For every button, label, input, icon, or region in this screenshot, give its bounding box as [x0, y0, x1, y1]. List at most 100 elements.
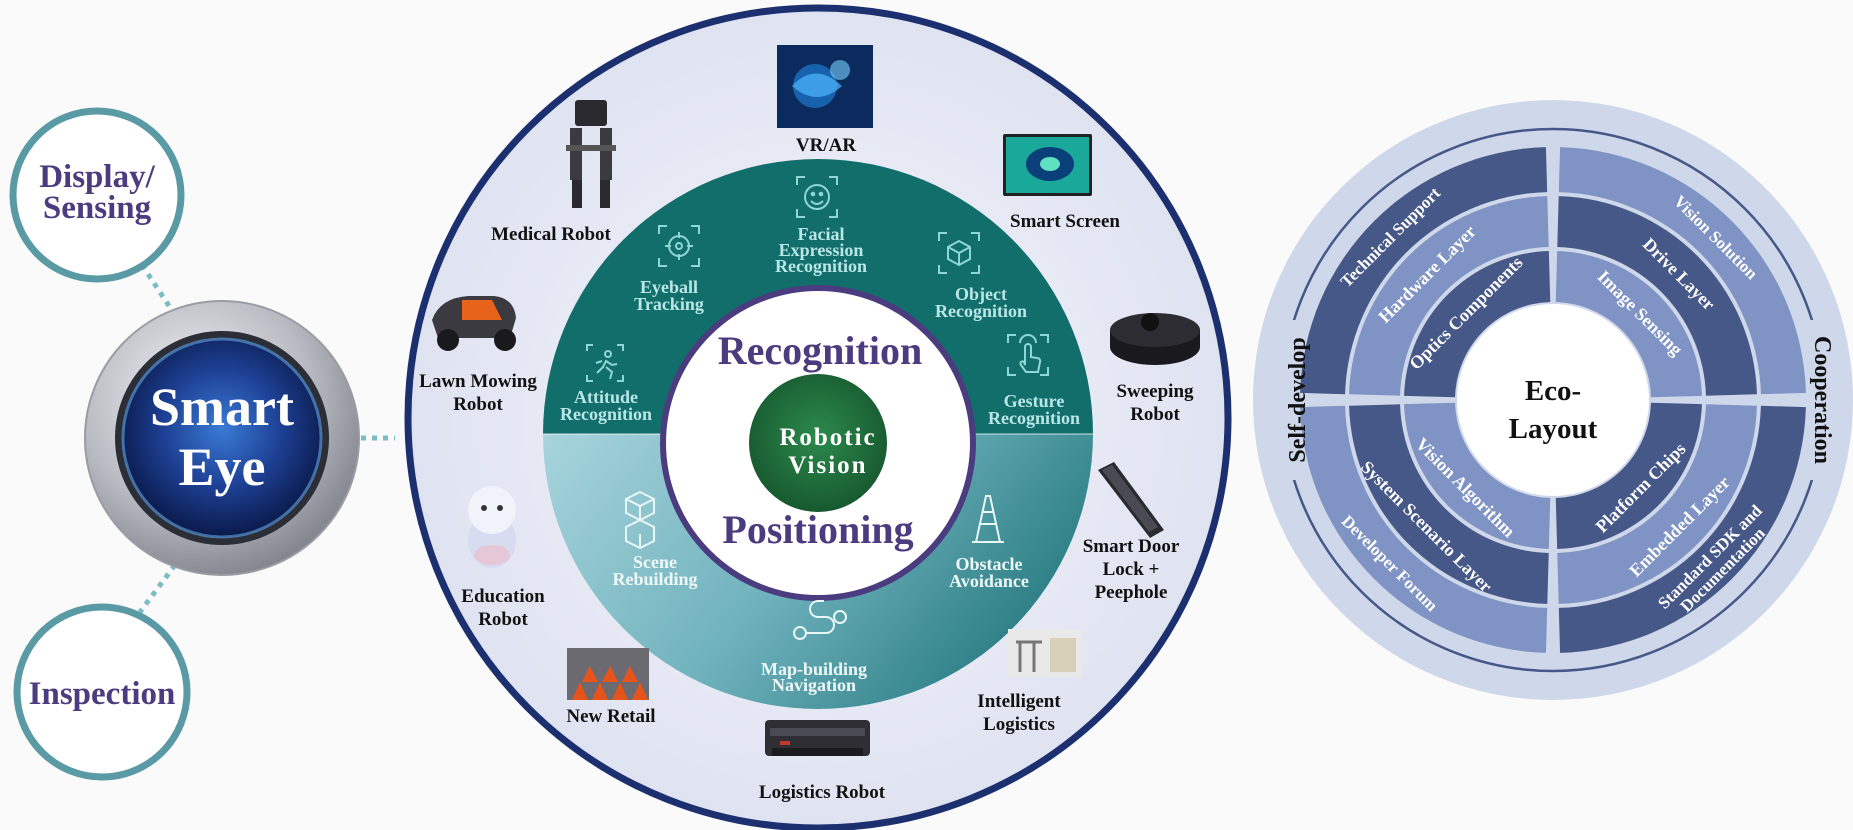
obstacle-label-line1: Obstacle: [956, 554, 1023, 574]
lawn-mower-label-line2: Robot: [453, 394, 503, 415]
smart-screen-label: Smart Screen: [1010, 211, 1120, 232]
new-retail-label: New Retail: [566, 706, 655, 727]
smart-eye-lens: Smart Eye: [84, 300, 360, 576]
robotic-vision-line1: Robotic: [779, 424, 876, 451]
eye-target-icon: [658, 225, 700, 267]
eco-title-line2: Layout: [1509, 413, 1598, 445]
scene-label-line1: Scene: [633, 552, 677, 572]
attitude-label-line2: Recognition: [560, 404, 652, 424]
robotic-vision-core: [749, 374, 887, 512]
scene-label-line2: Rebuilding: [612, 569, 697, 589]
recognition-title: Recognition: [718, 328, 922, 373]
tower-icon: [972, 495, 1004, 543]
robotic-vision-wheel: Robotic Vision Recognition Positioning A…: [404, 4, 1232, 830]
obstacle-label-line2: Avoidance: [949, 571, 1029, 591]
eco-outer-segment: [1300, 405, 1548, 653]
application-new-retail: New Retail: [566, 648, 656, 727]
education-robot-image: [468, 486, 516, 568]
smart-screen-image: [1003, 134, 1092, 196]
recognition-item-eyeball: Eyeball Tracking: [634, 225, 704, 314]
application-lawn-mower: Lawn Mowing Robot: [419, 296, 537, 415]
logistics-image: [1008, 629, 1081, 677]
eco-middle-segment: [1557, 196, 1757, 396]
inspection-bubble: Inspection: [13, 603, 191, 781]
eco-middle-segment: [1349, 196, 1549, 396]
application-door-lock: Smart Door Lock + Peephole: [1083, 462, 1180, 603]
medical-robot-label: Medical Robot: [491, 224, 611, 245]
vr-ar-label: VR/AR: [796, 135, 856, 156]
door-lock-label-line3: Peephole: [1095, 582, 1168, 603]
application-logistics-robot: Logistics Robot: [759, 720, 886, 803]
eco-outer-segment: [1558, 147, 1806, 395]
eco-inner-segment: [1555, 402, 1702, 549]
map-label-line1: Map-building: [761, 659, 867, 679]
positioning-item-obstacle: Obstacle Avoidance: [949, 495, 1029, 591]
eco-center-disc: [1457, 304, 1649, 496]
display-sensing-label-line2: Sensing: [43, 190, 152, 226]
cube-icon: [938, 232, 980, 274]
eco-middle-segment: [1349, 404, 1549, 604]
eco-outer-segment: [1558, 405, 1806, 653]
vr-ar-image: [777, 45, 873, 128]
robotic-vision-line2: Vision: [788, 452, 867, 479]
application-smart-screen: Smart Screen: [1003, 134, 1120, 232]
sweeping-robot-image: [1110, 313, 1200, 365]
connector-line: [137, 563, 178, 614]
eco-inner-segment: [1555, 251, 1702, 398]
gesture-label-line1: Gesture: [1004, 391, 1065, 411]
eco-title-line1: Eco-: [1525, 375, 1581, 407]
sweeping-robot-label-line2: Robot: [1130, 404, 1180, 425]
map-label-line2: Navigation: [772, 675, 856, 695]
positioning-item-map: Map-building Navigation: [761, 600, 867, 695]
cooperation-label: Cooperation: [1809, 336, 1835, 464]
intelligent-logistics-label-line2: Logistics: [983, 714, 1055, 735]
display-sensing-bubble: Display/ Sensing: [9, 107, 185, 283]
recognition-item-gesture: Gesture Recognition: [988, 334, 1080, 428]
route-icon: [793, 600, 847, 640]
smart-eye-title-line2: Eye: [179, 437, 266, 497]
logistics-robot-label: Logistics Robot: [759, 782, 886, 803]
education-robot-label-line1: Education: [461, 586, 545, 607]
logistics-robot-image: [765, 720, 870, 756]
new-retail-image: [567, 648, 649, 700]
positioning-title: Positioning: [722, 507, 913, 552]
smiley-face-icon: [796, 176, 838, 218]
facial-label-line1: Facial: [798, 224, 845, 244]
door-lock-label-line2: Lock +: [1103, 559, 1160, 580]
stacked-cubes-icon: [625, 490, 655, 550]
lawn-mower-image: [432, 296, 516, 351]
eco-middle-segment: [1557, 404, 1757, 604]
eyeball-label-line1: Eyeball: [640, 277, 698, 297]
facial-label-line3: Recognition: [775, 256, 867, 276]
intelligent-logistics-label-line1: Intelligent: [977, 691, 1061, 712]
application-medical-robot: Medical Robot: [491, 100, 616, 245]
eco-inner-segment: [1404, 402, 1551, 549]
application-intelligent-logistics: Intelligent Logistics: [977, 629, 1081, 735]
lawn-mower-label-line1: Lawn Mowing: [419, 371, 537, 392]
application-sweeping-robot: Sweeping Robot: [1110, 313, 1200, 425]
inspection-label: Inspection: [29, 676, 176, 712]
object-label-line1: Object: [955, 284, 1007, 304]
recognition-item-facial: Facial Expression Recognition: [775, 176, 867, 276]
application-education-robot: Education Robot: [461, 486, 545, 630]
facial-label-line2: Expression: [779, 240, 864, 260]
connector-line: [139, 263, 178, 317]
smart-eye-title-line1: Smart: [150, 377, 294, 437]
attitude-label-line1: Attitude: [574, 387, 638, 407]
hand-pointer-icon: [1007, 334, 1049, 376]
smart-eye-group: Display/ Sensing Inspection Smart Eye: [9, 107, 395, 781]
eco-inner-segment: [1404, 251, 1551, 398]
medical-robot-image: [566, 100, 616, 208]
self-develop-label: Self-develop: [1285, 337, 1311, 462]
gesture-label-line2: Recognition: [988, 408, 1080, 428]
recognition-item-attitude: Attitude Recognition: [560, 344, 652, 424]
recognition-item-object: Object Recognition: [935, 232, 1027, 321]
running-person-icon: [586, 344, 624, 382]
door-lock-label-line1: Smart Door: [1083, 536, 1180, 557]
display-sensing-label-line1: Display/: [39, 159, 155, 195]
application-vr-ar: VR/AR: [777, 45, 873, 156]
door-lock-image: [1098, 462, 1164, 538]
positioning-item-scene: Scene Rebuilding: [612, 490, 698, 589]
